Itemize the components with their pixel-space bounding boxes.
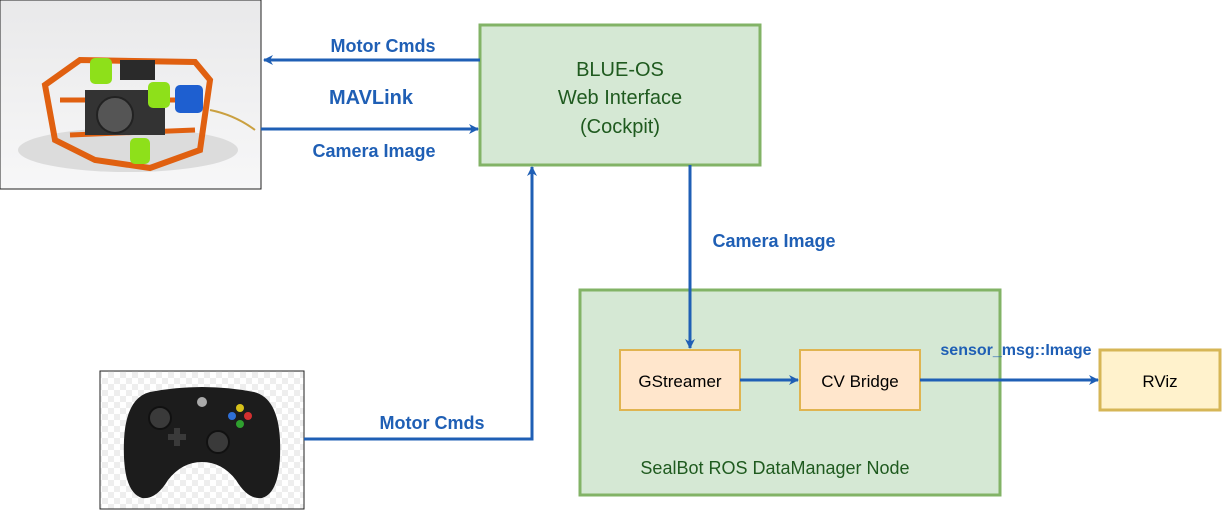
edge-label-mavlink: MAVLink <box>329 87 414 109</box>
ros-node-label: SealBot ROS DataManager Node <box>640 458 909 478</box>
blueos-box[interactable] <box>478 23 762 167</box>
edge-label-motor-cmds-top: Motor Cmds <box>331 36 436 56</box>
rviz-box[interactable] <box>1098 348 1222 412</box>
blueos-title: BLUE-OS <box>576 59 664 81</box>
blueos-subtitle: Web Interface <box>558 87 682 109</box>
rviz-label: RViz <box>1142 372 1177 391</box>
blueos-cockpit: (Cockpit) <box>580 116 660 138</box>
edge-label-sensor-msg: sensor_msg::Image <box>940 342 1091 359</box>
gstreamer-box[interactable] <box>619 349 741 411</box>
gstreamer-label: GStreamer <box>638 372 721 391</box>
rov-robot-photo <box>0 0 262 190</box>
edge-label-camera-image-down: Camera Image <box>712 231 835 251</box>
edge-label-camera-image-left: Camera Image <box>312 141 435 161</box>
arrow-controller-to-blueos <box>304 166 537 441</box>
cvbridge-label: CV Bridge <box>821 372 898 391</box>
gamepad-controller-photo <box>99 370 305 510</box>
cvbridge-box[interactable] <box>799 349 921 411</box>
edge-label-motor-cmds-bottom: Motor Cmds <box>380 413 485 433</box>
